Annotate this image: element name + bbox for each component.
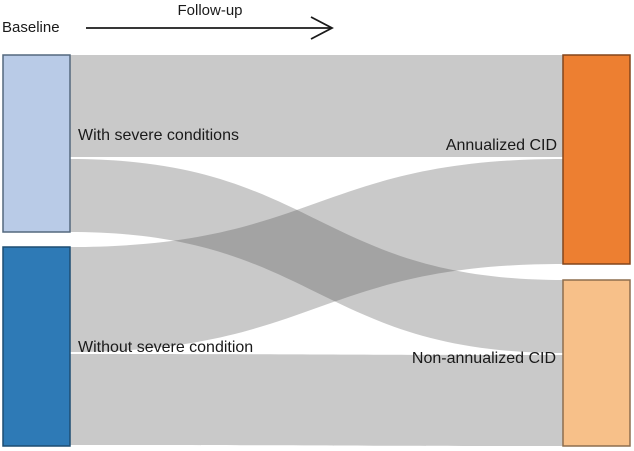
node-label-non-annualized-cid: Non-annualized CID [411,350,556,367]
node-label-without-severe-condition: Without severe condition [78,339,254,356]
node-label-annualized-cid: Annualized CID [445,137,557,154]
node-without_severe[interactable] [2,246,71,447]
node-non_annualized[interactable] [562,279,631,447]
node-annualized[interactable] [562,54,631,265]
flow-with_severe-to-annualized[interactable] [70,55,563,157]
followup-column-label: Follow-up [177,2,243,19]
flow-without_severe-to-non_annualized[interactable] [70,354,563,446]
baseline-column-label: Baseline [2,19,60,36]
arrow-right-icon [86,16,334,40]
flow-with_severe-to-non_annualized[interactable] [70,159,563,353]
node-with_severe[interactable] [2,54,71,233]
flow-without_severe-to-annualized[interactable] [70,159,563,352]
node-label-with-severe-conditions: With severe conditions [78,127,239,144]
